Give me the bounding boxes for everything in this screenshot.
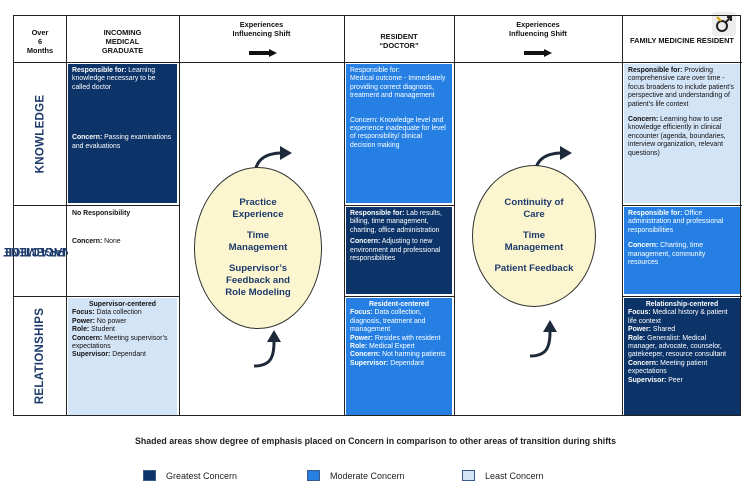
- legend-swatch-moderate: [307, 470, 320, 481]
- grid-line: [622, 16, 623, 415]
- right-arrow-icon: [524, 49, 552, 57]
- grid-line: [344, 296, 454, 297]
- grid-line: [344, 16, 345, 415]
- grid-line: [66, 16, 67, 415]
- knowledge-resident-cell: Responsible for:Medical outcome - Immedi…: [346, 64, 452, 203]
- grid-line: [622, 296, 742, 297]
- header-family-medicine-resident: FAMILY MEDICINE RESIDENT: [630, 36, 734, 45]
- curved-arrow-icon: [253, 330, 281, 368]
- right-arrow-icon: [249, 49, 277, 57]
- grid-line: [454, 16, 455, 415]
- practice-fm-cell: Responsible for: Office administration a…: [624, 207, 740, 294]
- legend-swatch-light: [462, 470, 475, 481]
- practice-graduate-cell: No Responsibility Concern: None: [68, 207, 177, 294]
- relationships-fm-cell: Relationship-centered Focus: Medical his…: [624, 298, 740, 415]
- grid-line: [14, 62, 742, 63]
- practice-resident-cell: Responsible for: Lab results, billing, t…: [346, 207, 452, 294]
- knowledge-graduate-cell: Responsible for: Learning knowledge nece…: [68, 64, 177, 203]
- curved-arrow-icon: [529, 320, 557, 358]
- legend-least-concern: Least Concern: [462, 470, 544, 481]
- grid-line: [179, 16, 180, 415]
- legend-moderate-concern: Moderate Concern: [307, 470, 405, 481]
- relationships-graduate-cell: Supervisor-centered Focus: Data collecti…: [68, 298, 177, 415]
- relationships-resident-cell: Resident-centered Focus: Data collection…: [346, 298, 452, 415]
- row-label-knowledge: KNOWLEDGE: [34, 94, 47, 173]
- grid-line: [622, 205, 742, 206]
- row-label-relationships: RELATIONSHIPS: [34, 307, 46, 405]
- knowledge-fm-cell: Responsible for: Providing comprehensive…: [624, 64, 740, 203]
- header-resident-doctor: RESIDENT“DOCTOR”: [379, 32, 419, 50]
- grid-line: [14, 205, 179, 206]
- legend-greatest-concern: Greatest Concern: [143, 470, 237, 481]
- male-female-symbol-icon: [712, 12, 736, 36]
- grid-line: [14, 296, 179, 297]
- figure-caption: Shaded areas show degree of emphasis pla…: [135, 436, 616, 446]
- grid-line: [344, 205, 454, 206]
- legend-swatch-dark: [143, 470, 156, 481]
